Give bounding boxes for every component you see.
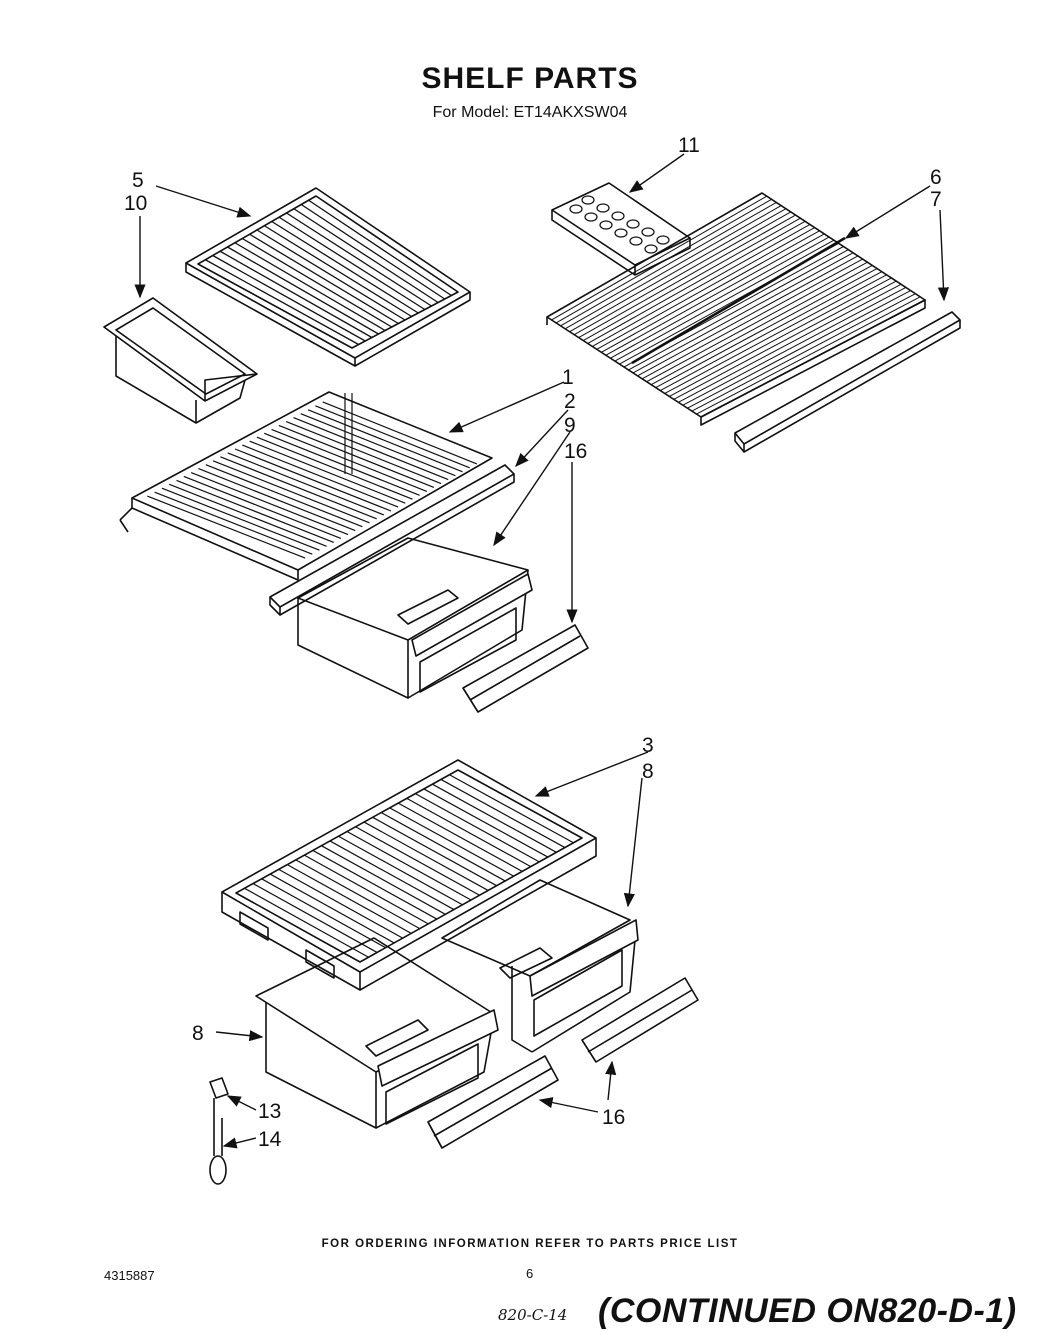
model-subtitle: For Model: ET14AKXSW04 xyxy=(432,104,628,121)
handwritten-reference: 820-C-14 xyxy=(498,1306,568,1324)
callout-9: 9 xyxy=(564,414,576,437)
crisper-drawer-part-9 xyxy=(297,537,533,699)
wire-shelf-part-6 xyxy=(546,192,926,426)
callout-1: 1 xyxy=(562,366,574,389)
page-title: SHELF PARTS xyxy=(421,62,639,95)
callout-3: 3 xyxy=(642,734,654,757)
callout-2: 2 xyxy=(564,390,576,413)
callout-10: 10 xyxy=(124,192,147,215)
small-bin-part-10 xyxy=(103,297,258,424)
drawer-part-8-right xyxy=(441,879,639,1053)
callout-8-right: 8 xyxy=(642,760,654,783)
page-number: 6 xyxy=(526,1266,534,1281)
callout-14: 14 xyxy=(258,1128,282,1151)
callout-16-upper: 16 xyxy=(564,440,587,463)
shelf-panel-part-5 xyxy=(185,187,471,367)
trim-strip-part-7 xyxy=(734,311,961,453)
drawer-cover-part-16-upper xyxy=(462,624,589,713)
drawer-part-8-left xyxy=(255,937,499,1129)
ice-tray-part-11 xyxy=(551,182,691,276)
callout-16-lower: 16 xyxy=(602,1106,625,1129)
shelf-part-1 xyxy=(119,391,493,581)
callout-5: 5 xyxy=(132,169,144,192)
callout-7: 7 xyxy=(930,188,942,211)
glass-shelf-part-3 xyxy=(221,759,597,991)
bulb-part-14 xyxy=(209,1118,227,1185)
drawer-cover-part-16-lower-right xyxy=(581,977,699,1063)
document-number: 4315887 xyxy=(104,1268,155,1283)
front-trim-part-2 xyxy=(269,464,515,616)
drawer-cover-part-16-lower-left xyxy=(427,1055,559,1149)
callout-6: 6 xyxy=(930,166,942,189)
continued-note: (CONTINUED ON820-D-1) xyxy=(598,1292,1017,1330)
callout-11: 11 xyxy=(678,134,700,157)
socket-part-13 xyxy=(209,1077,229,1118)
callout-8-left: 8 xyxy=(192,1022,204,1045)
callout-13: 13 xyxy=(258,1100,281,1123)
ordering-note: FOR ORDERING INFORMATION REFER TO PARTS … xyxy=(321,1238,739,1250)
